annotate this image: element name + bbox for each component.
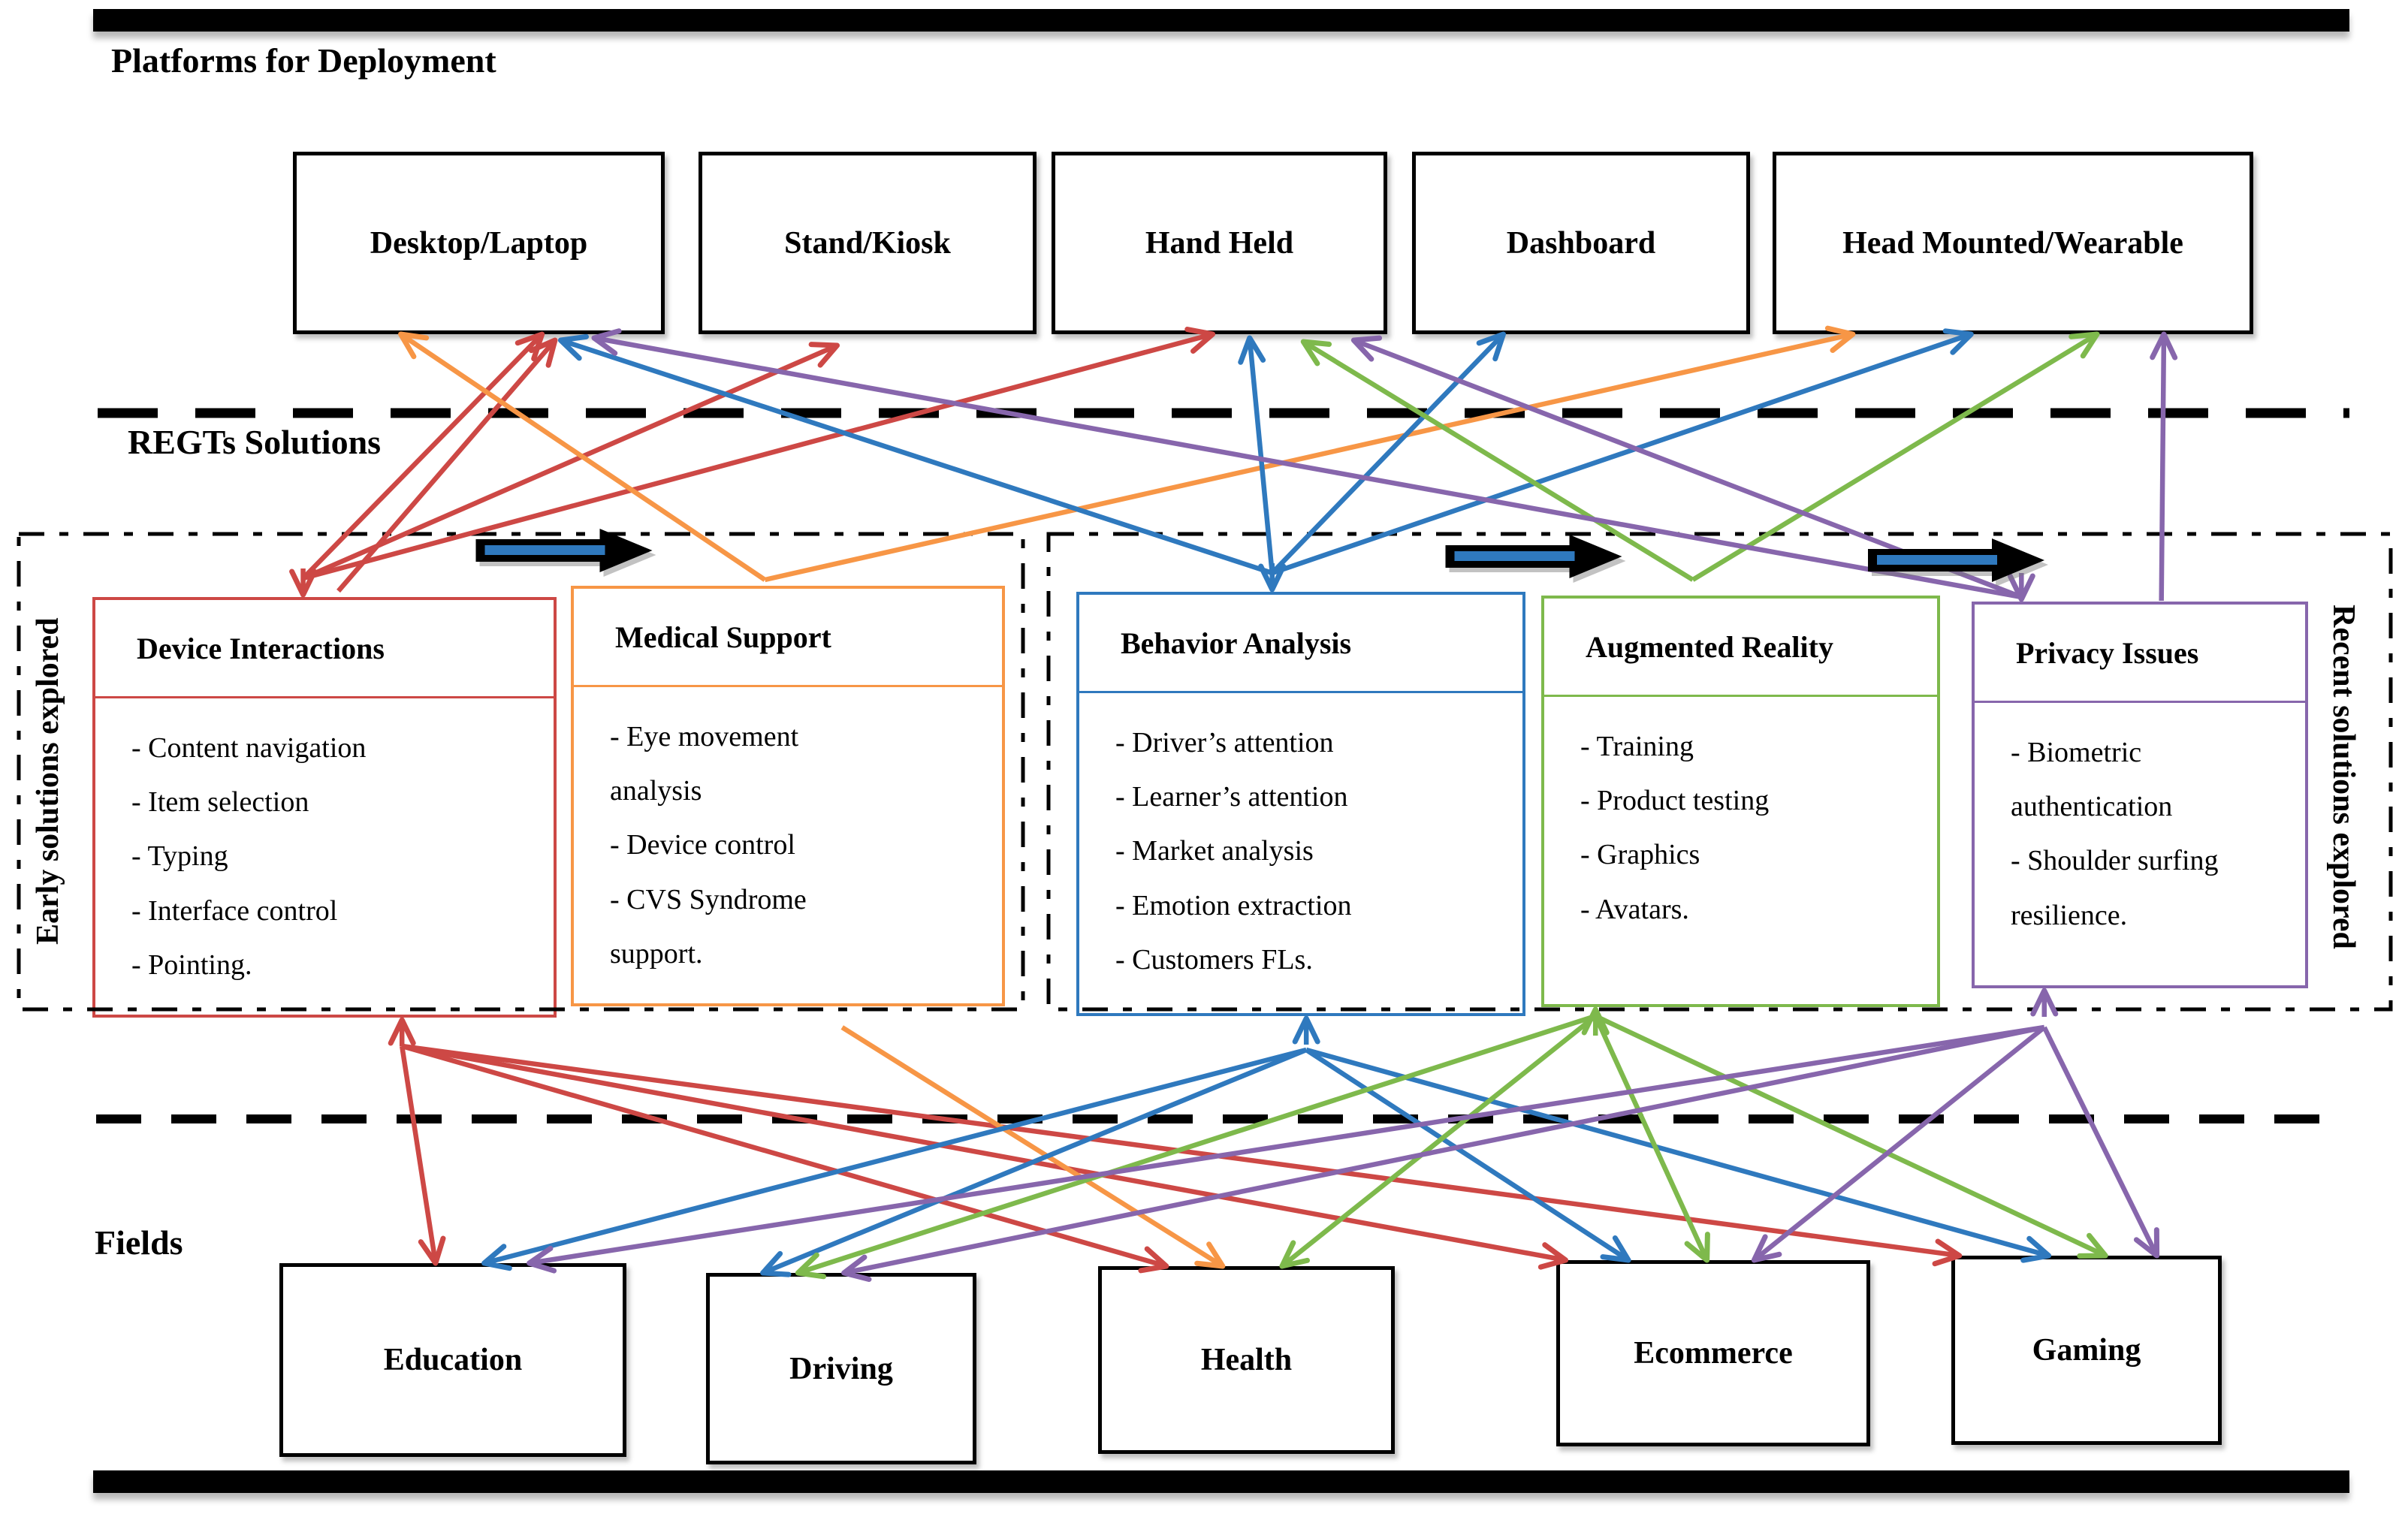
- solution-title-privacy-issues: Privacy Issues: [1975, 605, 2305, 703]
- platform-box-desktop-laptop: Desktop/Laptop: [293, 152, 665, 334]
- solution-item: - Device control: [610, 829, 795, 861]
- solution-item: - Shoulder surfing resilience.: [2011, 845, 2219, 931]
- solution-box-behavior-analysis: Behavior Analysis - Driver’s attention- …: [1076, 592, 1525, 1016]
- solution-item: - Graphics: [1580, 839, 1700, 871]
- solution-item: - Typing: [131, 840, 228, 873]
- platform-box-head-mounted: Head Mounted/Wearable: [1773, 152, 2253, 334]
- solution-item: - Content navigation: [131, 732, 367, 764]
- solution-title-device-interactions: Device Interactions: [95, 600, 554, 698]
- solution-item: - Pointing.: [131, 948, 252, 981]
- platform-label: Stand/Kiosk: [784, 225, 951, 261]
- solution-items-device-interactions: - Content navigation - Item selection - Ty…: [95, 698, 554, 992]
- solution-items-medical-support: - Eye movement analysis - Device control -…: [574, 687, 1002, 981]
- solution-item: - Biometric authentication: [2011, 737, 2173, 823]
- solution-item: - Training: [1580, 731, 1694, 762]
- field-box-education: Education: [279, 1263, 626, 1457]
- solution-title-behavior-analysis: Behavior Analysis: [1079, 595, 1522, 693]
- solution-item: - Customers FLs.: [1115, 943, 1313, 976]
- solution-item: - Learner’s attention: [1115, 781, 1348, 813]
- solution-items-behavior-analysis: - Driver’s attention - Learner’s attentio…: [1079, 693, 1522, 987]
- solution-box-device-interactions: Device Interactions - Content navigation…: [92, 597, 557, 1018]
- solution-item: - Driver’s attention: [1115, 727, 1334, 758]
- platform-label: Desktop/Laptop: [370, 225, 588, 261]
- field-box-ecommerce: Ecommerce: [1556, 1260, 1870, 1446]
- solution-items-privacy-issues: - Biometric authentication - Shoulder sur…: [1975, 703, 2305, 942]
- field-box-driving: Driving: [706, 1273, 976, 1464]
- solution-title-medical-support: Medical Support: [574, 589, 1002, 687]
- section-label-fields: Fields: [95, 1223, 183, 1262]
- bottom-border-bar: [93, 1470, 2349, 1493]
- field-label: Education: [383, 1343, 523, 1377]
- field-label: Ecommerce: [1634, 1336, 1793, 1371]
- solution-box-augmented-reality: Augmented Reality - Training - Product te…: [1541, 596, 1940, 1007]
- solution-box-medical-support: Medical Support - Eye movement analysis-…: [571, 586, 1005, 1006]
- solution-box-privacy-issues: Privacy Issues - Biometric authenticatio…: [1972, 602, 2308, 988]
- solution-title-augmented-reality: Augmented Reality: [1544, 599, 1937, 697]
- field-label: Health: [1200, 1343, 1293, 1377]
- solution-item: - Emotion extraction: [1115, 889, 1352, 921]
- field-box-health: Health: [1098, 1266, 1395, 1454]
- field-box-gaming: Gaming: [1951, 1256, 2222, 1445]
- field-label: Driving: [789, 1351, 893, 1386]
- solution-items-augmented-reality: - Training - Product testing - Graphics - A…: [1544, 697, 1937, 936]
- solution-item: - Item selection: [131, 786, 309, 819]
- solution-item: - CVS Syndrome support.: [610, 883, 807, 970]
- field-label: Gaming: [2032, 1333, 2141, 1368]
- solution-item: - Market analysis: [1115, 835, 1314, 867]
- platform-label: Head Mounted/Wearable: [1842, 225, 2183, 261]
- solution-item: - Product testing: [1580, 785, 1770, 817]
- solution-item: - Avatars.: [1580, 893, 1689, 925]
- platform-box-dashboard: Dashboard: [1412, 152, 1750, 334]
- platform-label: Hand Held: [1145, 225, 1294, 261]
- solution-item: - Interface control: [131, 894, 338, 927]
- section-label-platforms: Platforms for Deployment: [111, 41, 496, 80]
- solution-item: - Eye movement analysis: [610, 721, 799, 807]
- top-border-bar: [93, 9, 2349, 32]
- platform-box-stand-kiosk: Stand/Kiosk: [699, 152, 1037, 334]
- platform-label: Dashboard: [1506, 225, 1656, 261]
- platform-box-hand-held: Hand Held: [1052, 152, 1387, 334]
